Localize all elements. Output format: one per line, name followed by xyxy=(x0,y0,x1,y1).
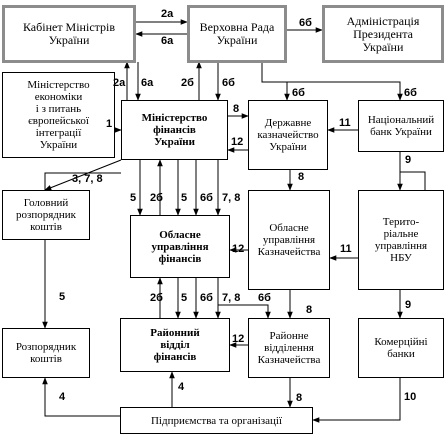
label-5-r2: 5 xyxy=(181,292,188,304)
label-6b-district-treasury: 6б xyxy=(258,292,271,304)
node-ministry-economy: Міністерство економіки і з питань європе… xyxy=(2,72,115,158)
node-oblast-treasury: Обласне управління Казначейства xyxy=(248,190,330,290)
label-6b-top: 6б xyxy=(299,17,312,29)
node-manager: Розпорядник коштів xyxy=(2,328,90,378)
arrow-commercial-to-enterprises xyxy=(312,378,401,423)
label-2b-r1: 2б xyxy=(150,192,163,204)
label-6b-nbu: 6б xyxy=(404,87,417,99)
label-12-oblast-finance: 12 xyxy=(232,243,245,255)
node-territorial-nbu: Терито- ріальне управління НБУ xyxy=(358,190,444,290)
arrow-finance-to-head-manager xyxy=(44,159,122,191)
label-2b-r2: 2б xyxy=(150,292,163,304)
label-6b-r1: 6б xyxy=(200,192,213,204)
label-2a-top: 2а xyxy=(161,8,174,20)
label-4-district-finance: 4 xyxy=(178,381,185,393)
label-2a-mid: 2а xyxy=(113,77,126,89)
node-enterprises: Підприємства та організації xyxy=(120,407,313,434)
arrow-rada-to-nbu xyxy=(262,81,403,101)
node-ministry-finance: Міністерство фінансів України xyxy=(121,100,228,160)
label-9-territorial: 9 xyxy=(405,299,412,311)
label-11-treasury: 11 xyxy=(339,117,351,129)
label-5-r1: 5 xyxy=(130,192,137,204)
node-district-treasury: Районне відділення Казначейства xyxy=(248,318,330,378)
node-president: Адміністрація Президента України xyxy=(322,5,444,63)
node-district-finance: Районний відділ фінансів xyxy=(120,318,230,372)
label-8-enterprises: 8 xyxy=(296,392,303,404)
label-12-district-finance: 12 xyxy=(232,333,245,345)
node-rada: Верховна Рада України xyxy=(187,5,287,63)
label-6a-top: 6а xyxy=(161,35,174,47)
label-1: 1 xyxy=(106,118,113,130)
label-6a-mid: 6а xyxy=(141,77,154,89)
label-6b-treasury: 6б xyxy=(292,87,305,99)
label-6b-mid: 6б xyxy=(222,77,235,89)
label-2b-mid: 2б xyxy=(181,77,194,89)
label-8-district-treasury: 8 xyxy=(306,304,313,316)
node-head-manager: Головний розпорядник коштів xyxy=(2,190,90,240)
node-treasury: Державне казначейство України xyxy=(248,100,328,170)
label-11-oblast-treasury: 11 xyxy=(340,243,352,255)
label-6b-r2: 6б xyxy=(200,292,213,304)
label-4-left: 4 xyxy=(59,391,66,403)
label-7-8-r2: 7, 8 xyxy=(222,292,241,304)
label-8-treasury: 8 xyxy=(233,103,240,115)
label-8-oblast-treasury: 8 xyxy=(298,171,305,183)
arrow-enterprises-to-manager xyxy=(42,377,120,417)
node-nbu: Національний банк України xyxy=(358,100,444,152)
label-5b-r1: 5 xyxy=(181,192,188,204)
label-10: 10 xyxy=(404,391,417,403)
node-oblast-finance: Обласне управління фінансів xyxy=(130,215,230,278)
arrow-district-finance-to-head xyxy=(44,172,121,190)
node-cabinet: Кабінет Міністрів України xyxy=(2,5,136,63)
label-7-8-r1: 7, 8 xyxy=(222,192,241,204)
label-3-7-8: 3, 7, 8 xyxy=(72,173,103,185)
node-commercial-banks: Комерційні банки xyxy=(358,318,444,378)
label-5-left: 5 xyxy=(59,291,66,303)
label-9-nbu: 9 xyxy=(405,154,412,166)
label-12-treasury: 12 xyxy=(231,136,244,148)
